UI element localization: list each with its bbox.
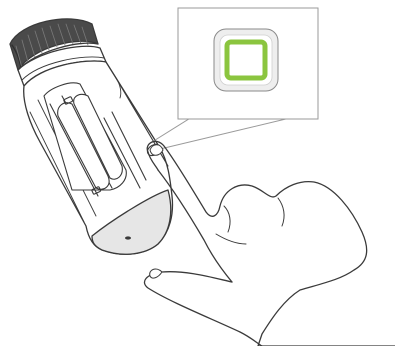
pointing-hand-icon [144, 141, 395, 346]
led-indicator-icon [214, 29, 278, 91]
hand-thumb [144, 272, 262, 346]
led-callout [152, 8, 318, 150]
hand-silhouette [147, 141, 395, 346]
thermostat-device-icon [10, 19, 172, 254]
